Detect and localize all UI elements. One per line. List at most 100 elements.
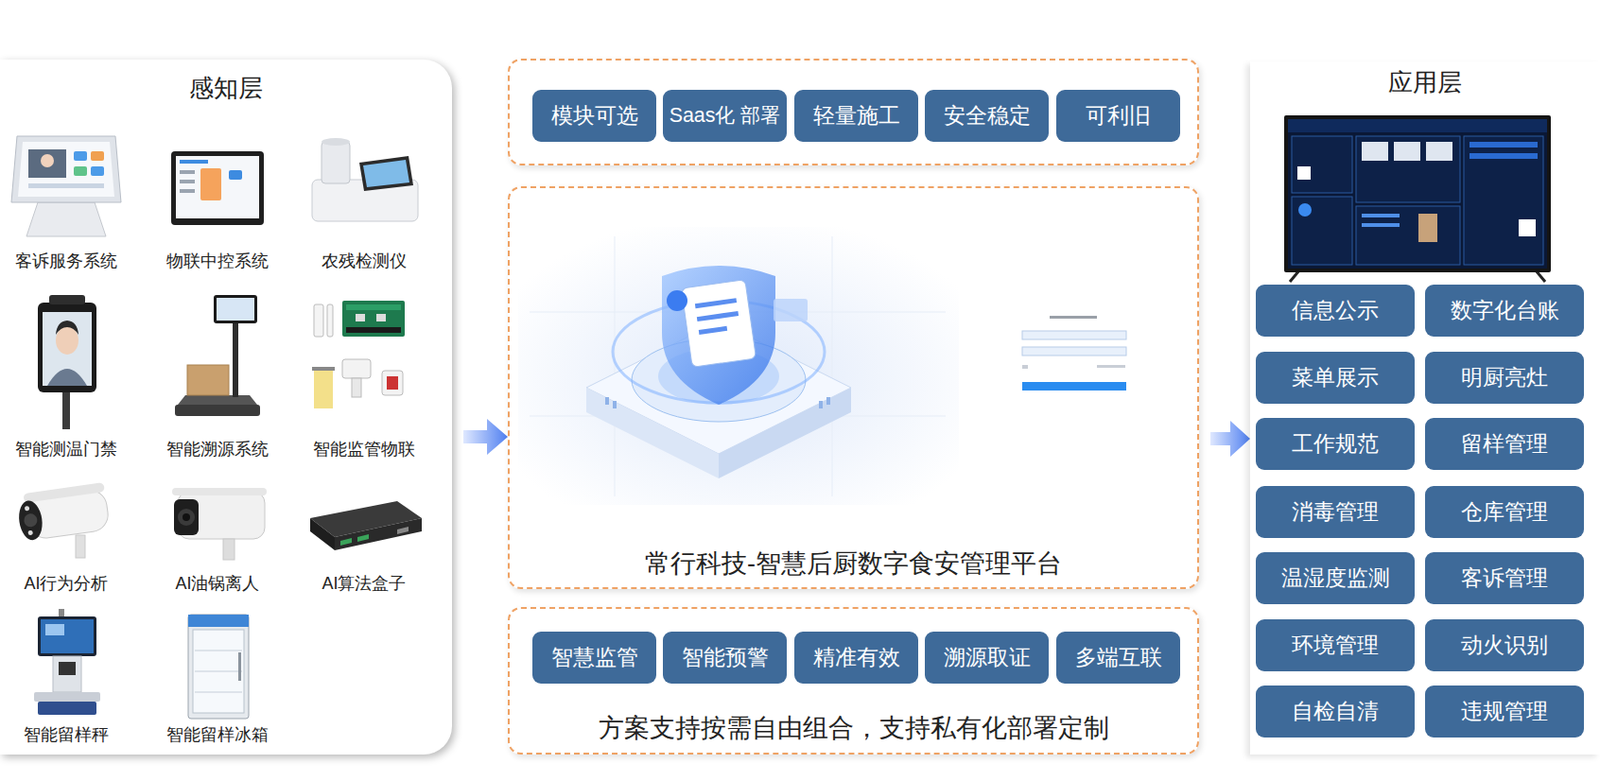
trace-scale (213, 295, 258, 324)
sample-scale (40, 619, 94, 654)
dashed-group-box: 模块可选Saas化 部署轻量施工安全稳定可利旧 (507, 58, 1200, 166)
feature-tag: 智慧监管 (532, 631, 657, 684)
feature-tag: 溯源取证 (924, 631, 1049, 684)
login-screen-mock (1049, 315, 1097, 319)
tag-text: 温湿度监测 (1281, 565, 1391, 591)
iot-sensors (382, 370, 403, 396)
temperature-gate (37, 295, 97, 430)
box-camera (172, 487, 267, 560)
dashboard-monitor (1469, 141, 1538, 148)
iot-sensors (342, 300, 405, 337)
feature-tag: 环境管理 (1255, 619, 1415, 672)
feature-tag: 智能预警 (662, 631, 787, 684)
pesticide-tester (359, 156, 414, 192)
device-caption: AI油锅离人 (174, 573, 260, 595)
sample-fridge (188, 614, 249, 719)
kiosk-device (73, 151, 87, 161)
kiosk-device (26, 202, 106, 237)
dashboard-monitor (1291, 196, 1353, 265)
device-caption: 智能监管物联 (313, 438, 416, 461)
kiosk-device (11, 136, 122, 203)
feature-tag: 菜单展示 (1255, 351, 1415, 404)
pesticide-tester (312, 138, 418, 222)
dashboard-monitor (1393, 141, 1421, 161)
tag-text: 违规管理 (1460, 698, 1548, 724)
platform-caption: 方案支持按需自由组合，支持私有化部署定制 (598, 712, 1110, 746)
platform-illustration (695, 297, 737, 309)
layer-panel: 应用层信息公示数字化台账菜单展示明厨亮灶工作规范留样管理消毒管理仓库管理温湿度监… (1250, 61, 1600, 755)
tablet-device (171, 151, 264, 226)
box-camera (182, 513, 191, 522)
device-caption: 智能留样秤 (23, 724, 109, 747)
iot-sensors (313, 304, 324, 337)
platform-illustration (614, 236, 616, 497)
tag-text: 轻量施工 (813, 103, 901, 128)
dashboard-monitor (1356, 136, 1461, 203)
iot-sensors (351, 378, 362, 398)
box-camera (223, 539, 235, 560)
iot-sensors (386, 376, 399, 390)
kiosk-device (90, 166, 105, 176)
platform-illustration (612, 400, 617, 409)
iot-sensors (346, 327, 401, 333)
ai-box (310, 501, 422, 551)
feature-tag: 精准有效 (794, 631, 919, 684)
bullet-camera (15, 482, 110, 558)
bullet-camera (75, 535, 86, 558)
feature-tag: 信息公示 (1255, 284, 1415, 337)
device-caption-box: 智能留样秤 (23, 724, 109, 747)
feature-tag: 工作规范 (1255, 417, 1415, 470)
dashboard-monitor (1418, 213, 1438, 243)
device-caption: 客诉服务系统 (15, 250, 118, 273)
dashboard-monitor (1284, 115, 1551, 273)
platform-illustration (680, 279, 756, 368)
feature-tag: 违规管理 (1425, 685, 1584, 738)
tag-text: 溯源取证 (943, 644, 1031, 670)
device-caption-box: AI行为分析 (23, 573, 108, 595)
bullet-camera (22, 512, 38, 528)
ai-box (357, 534, 369, 542)
layer-title: 应用层 (1388, 67, 1462, 100)
sample-fridge (194, 650, 243, 652)
login-screen-mock (1022, 382, 1127, 391)
trace-scale (187, 365, 229, 396)
device-caption-box: 物联中控系统 (166, 250, 269, 273)
tablet-device (179, 179, 195, 184)
trace-scale (174, 295, 261, 417)
feature-tag: 留样管理 (1425, 417, 1584, 470)
sample-fridge (188, 614, 249, 627)
sample-fridge (238, 652, 242, 681)
iot-sensors (313, 370, 333, 409)
dashed-group-box: 常行科技-智慧后厨数字食安管理平台 (507, 186, 1200, 590)
iot-sensors (312, 366, 335, 371)
platform-illustration (698, 326, 728, 335)
device-caption: 物联中控系统 (166, 250, 269, 273)
tag-text: 模块可选 (551, 103, 639, 128)
pesticide-tester (321, 141, 350, 184)
tag-text: 环境管理 (1291, 632, 1379, 658)
device-caption-box: 智能监管物联 (313, 438, 416, 461)
tablet-device (175, 156, 260, 219)
platform-illustration (773, 298, 808, 322)
feature-tag: 客诉管理 (1425, 552, 1584, 605)
sample-scale (52, 656, 82, 693)
feature-tag: 轻量施工 (794, 89, 919, 142)
feature-tag: Saas化 部署 (662, 89, 787, 142)
iot-sensors (342, 359, 371, 379)
bullet-camera (17, 499, 46, 542)
device-caption-box: 智能溯源系统 (166, 438, 269, 461)
temperature-gate (47, 368, 87, 386)
kiosk-device (73, 166, 87, 176)
dashboard-monitor (1361, 141, 1389, 161)
device-caption-box: 智能测温门禁 (15, 438, 118, 461)
iot-sensors (355, 313, 366, 322)
bullet-camera (24, 505, 31, 512)
kiosk-device (28, 149, 67, 178)
platform-caption: 常行科技-智慧后厨数字食安管理平台 (644, 547, 1062, 581)
feature-tag: 数字化台账 (1425, 284, 1584, 337)
dashboard-monitor (1287, 119, 1548, 133)
sample-scale (37, 616, 97, 657)
login-screen-mock (1022, 330, 1127, 340)
platform-illustration (605, 397, 609, 405)
